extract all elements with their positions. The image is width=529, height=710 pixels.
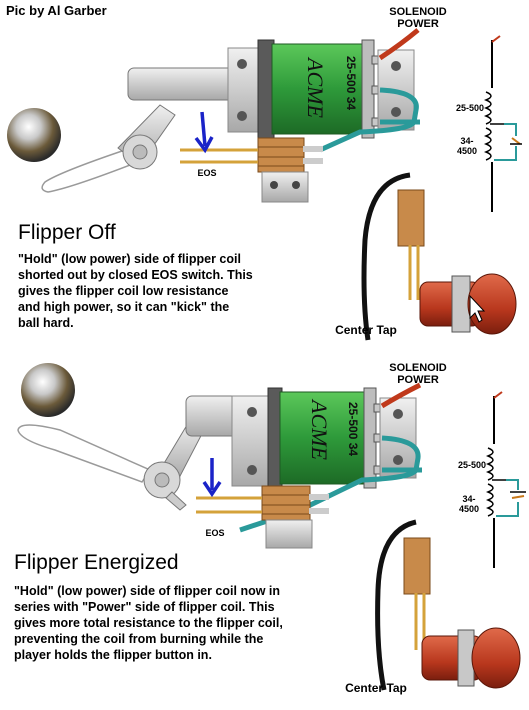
- bottom-schematic-lower-label: 34- 4500: [458, 494, 480, 514]
- top-red-wire: [378, 28, 420, 61]
- top-coil-label: ACME 25-500 34: [276, 50, 364, 130]
- top-plunger: [127, 67, 239, 101]
- bottom-eos-bracket: [265, 519, 313, 549]
- top-button-switch: [397, 189, 425, 247]
- top-flipper-bat: [41, 149, 131, 193]
- bottom-black-wire: [375, 519, 417, 691]
- bottom-assembly: [17, 363, 526, 691]
- top-center-tap-label: Center Tap: [335, 323, 397, 337]
- cursor-icon: [469, 294, 486, 323]
- image-credit: Pic by Al Garber: [6, 3, 107, 18]
- top-black-wire: [361, 172, 411, 341]
- bottom-solenoid-power-label: SOLENOID POWER: [389, 362, 447, 386]
- bottom-eos-label: EOS: [205, 528, 225, 538]
- top-description: "Hold" (low power) side of flipper coil …: [18, 252, 253, 330]
- top-solenoid-power-label: SOLENOID POWER: [389, 6, 447, 30]
- bottom-coil-label: ACME 25-500 34: [282, 396, 366, 480]
- top-title: Flipper Off: [18, 221, 116, 244]
- bottom-coil-code: 25-500 34: [346, 402, 360, 457]
- top-coil-code: 25-500 34: [344, 56, 358, 111]
- top-schematic-lower-label: 34- 4500: [456, 136, 478, 156]
- bottom-eos-switch: [261, 485, 311, 521]
- bottom-flipper-button-cap: [471, 627, 521, 689]
- bottom-schematic-upper-label: 25-500: [457, 460, 487, 470]
- bottom-pinball: [21, 363, 75, 417]
- top-coil-brand: ACME: [303, 58, 328, 118]
- bottom-description: "Hold" (low power) side of flipper coil …: [14, 584, 283, 662]
- bottom-center-tap-label: Center Tap: [345, 681, 407, 695]
- bottom-coil-brand: ACME: [307, 400, 332, 460]
- bottom-flipper-bat: [17, 424, 152, 483]
- top-eos-bracket: [261, 171, 309, 203]
- bottom-title: Flipper Energized: [14, 551, 179, 574]
- top-eos-arrow: [200, 111, 207, 147]
- bottom-button-switch: [403, 537, 431, 595]
- top-schematic-upper-label: 25-500: [455, 103, 485, 113]
- top-schematic: [483, 35, 522, 212]
- top-eos-switch: [257, 137, 305, 173]
- top-eos-label: EOS: [197, 168, 217, 178]
- top-pinball: [7, 108, 61, 162]
- bottom-red-wire: [380, 382, 422, 409]
- top-assembly: [7, 28, 522, 341]
- bottom-schematic: [485, 391, 526, 568]
